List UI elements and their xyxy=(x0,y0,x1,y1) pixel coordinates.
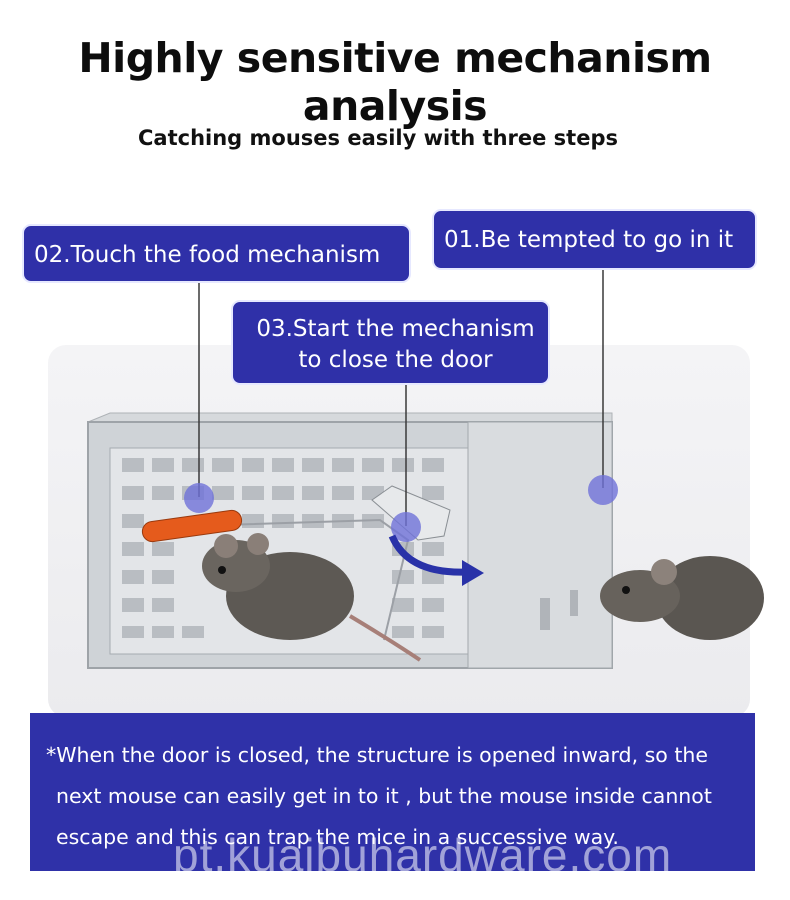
trap-cage xyxy=(87,412,613,669)
note-line-1: *When the door is closed, the structure … xyxy=(46,743,708,767)
watermark: pt.kuaibuhardware.com xyxy=(173,829,673,881)
note-line-2: next mouse can easily get in to it , but… xyxy=(56,784,712,808)
marker-02 xyxy=(184,483,214,513)
page-subtitle: Catching mouses easily with three steps xyxy=(138,126,618,150)
door-close-arrow xyxy=(388,534,467,576)
callout-step-02: 02.Touch the food mechanism xyxy=(22,224,411,283)
explanation-note: *When the door is closed, the structure … xyxy=(30,713,755,871)
callout-step-03: 03.Start the mechanism to close the door xyxy=(231,300,550,385)
mouse-outside xyxy=(600,556,764,640)
note-line-3: escape and this can trap the mice in a s… xyxy=(56,825,619,849)
mouse-inside xyxy=(202,533,422,662)
marker-01 xyxy=(588,475,618,505)
callout-step-03-line1: 03.Start the mechanism xyxy=(256,316,535,342)
callout-step-01: 01.Be tempted to go in it xyxy=(432,209,757,270)
callout-step-03-line2: to close the door xyxy=(298,346,493,373)
marker-03 xyxy=(391,512,421,542)
sausage-bait xyxy=(141,509,243,543)
arrow-head-icon xyxy=(462,560,484,586)
page-title: Highly sensitive mechanism analysis xyxy=(78,34,712,130)
